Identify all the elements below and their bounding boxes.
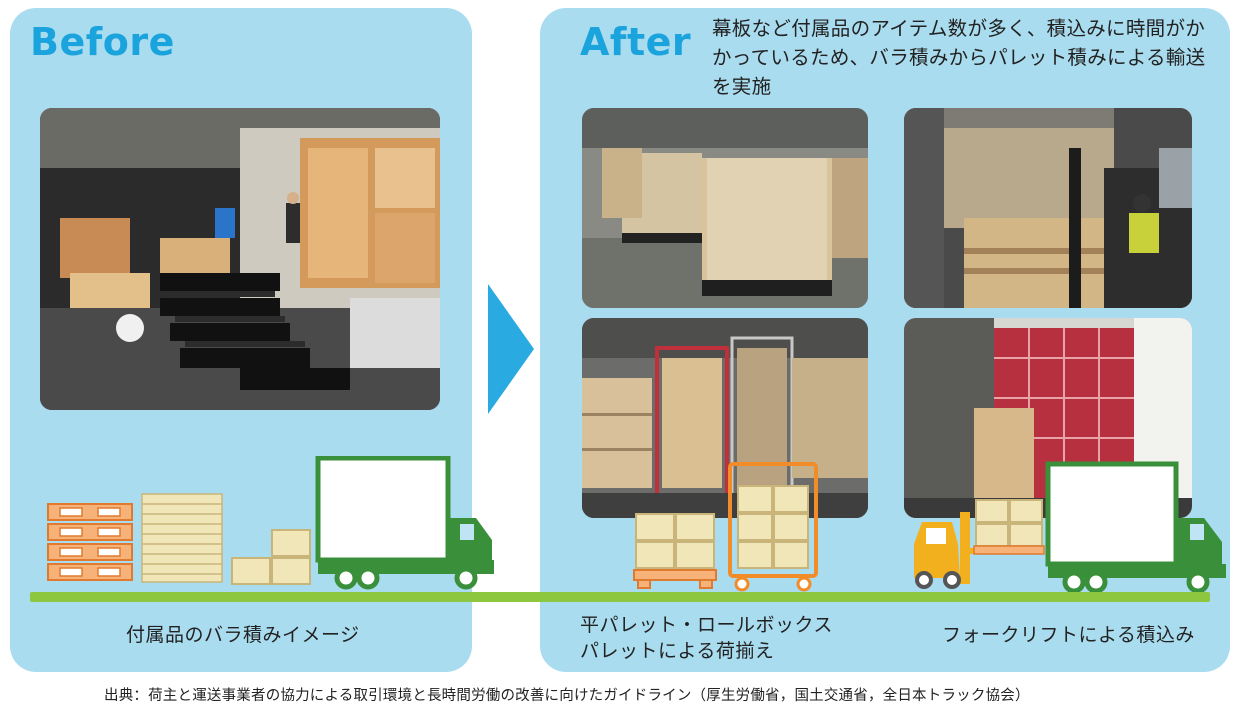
after-photo-wrapped-pallets [582,108,868,308]
pallet-icon [633,513,717,589]
cardboard-box-icon [231,529,311,585]
after-description: 幕板など付属品のアイテム数が多く、積込みに時間がかかっているため、バラ積みからパ… [712,17,1206,98]
after-caption-pallet-line2: パレットによる荷揃え [580,640,775,662]
right-arrow-icon [488,284,534,414]
board-stack-icon [141,493,223,583]
after-photo-roll-box-pallets [582,318,868,518]
before-heading: Before [30,20,175,64]
pallet-icon [47,503,133,581]
truck-icon [315,456,494,590]
after-caption-forklift: フォークリフトによる積込み [942,624,1195,646]
before-illustration [47,456,494,590]
roll-box-pallet-icon [728,462,818,592]
after-heading: After [580,20,692,64]
before-photo-loose-loading [40,108,440,410]
before-caption: 付属品のバラ積みイメージ [126,624,360,646]
forklift-icon [914,499,1045,589]
after-illustration-forklift [914,461,1226,592]
after-photo-forklift-loading [904,108,1192,308]
after-caption-pallet-line1: 平パレット・ロールボックス [580,614,833,636]
truck-icon [1045,461,1226,592]
source-citation: 出典：荷主と運送事業者の協力による取引環境と長時間労働の改善に向けたガイドライン… [104,688,1030,704]
after-caption-pallet: 平パレット・ロールボックス パレットによる荷揃え [580,612,900,664]
ground-line [30,592,1210,602]
after-illustration-pallets [633,462,818,592]
